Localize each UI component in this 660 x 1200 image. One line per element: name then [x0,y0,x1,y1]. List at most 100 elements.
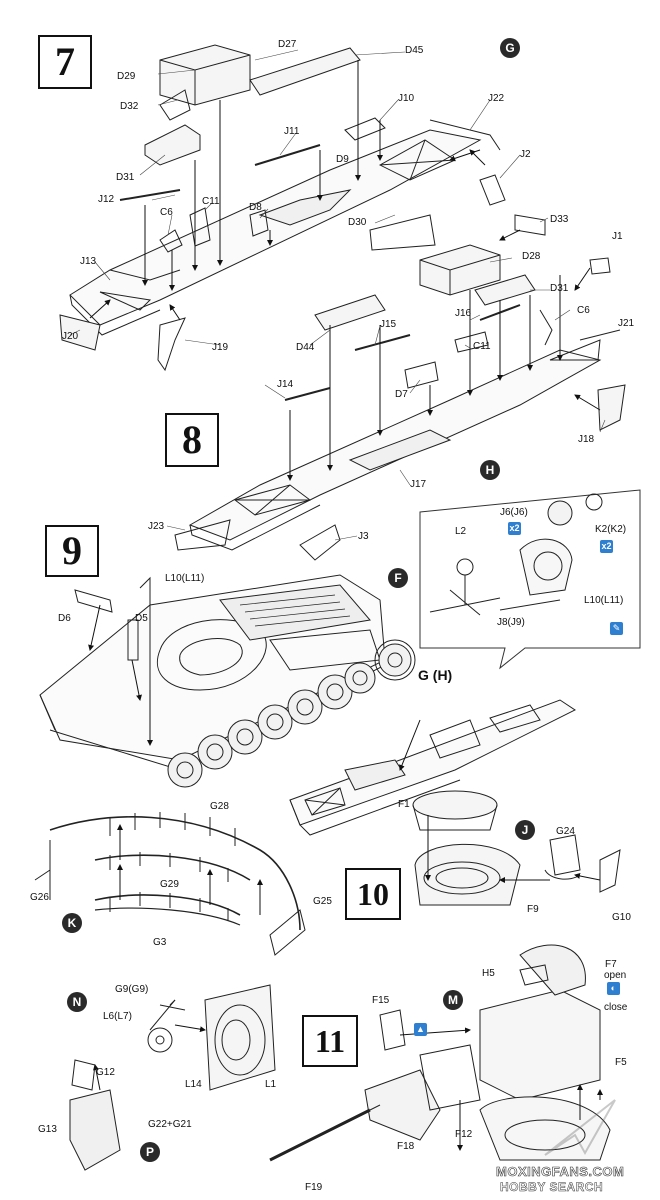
label-D8: D8 [249,202,262,213]
label-J6: J6(J6) [500,507,528,518]
label-D9: D9 [336,154,349,165]
label-D30: D30 [348,217,367,228]
label-F7: F7 [605,959,617,970]
marker-K: K [62,913,82,933]
label-L10-inset: L10(L11) [584,595,624,606]
step10-ring [412,790,621,906]
label-J21: J21 [618,318,635,329]
quantity-badge: x2 [600,540,613,553]
label-close: close [604,1002,628,1013]
watermark-line1: MOXINGFANS.COM [496,1164,625,1180]
label-D32: D32 [120,101,139,112]
marker-G-top: G [500,38,520,58]
label-F12: F12 [455,1129,473,1140]
label-F1: F1 [398,799,410,810]
label-L1: L1 [265,1079,277,1090]
label-D44: D44 [296,342,315,353]
option-icon: ◐ [607,982,620,995]
label-J13: J13 [80,256,97,267]
label-F5: F5 [615,1057,627,1068]
label-J15: J15 [380,319,397,330]
label-J22: J22 [488,93,505,104]
decal-icon: ▲ [414,1023,427,1036]
label-J20: J20 [62,331,79,342]
label-D29: D29 [117,71,136,82]
label-G25: G25 [313,896,332,907]
label-J11: J11 [284,126,300,137]
label-D31b: D31 [550,283,569,294]
label-D28: D28 [522,251,541,262]
label-D27: D27 [278,39,297,50]
label-C11b: C11 [473,341,491,352]
label-F9: F9 [527,904,539,915]
step-11-box: 11 [302,1015,358,1067]
label-F19: F19 [305,1182,323,1193]
label-G28: G28 [210,801,229,812]
marker-G-H: G (H) [418,667,453,683]
label-G24: G24 [556,826,575,837]
label-G29: G29 [160,879,179,890]
step-10-box: 10 [345,868,401,920]
label-J3: J3 [358,531,369,542]
label-L6: L6(L7) [103,1011,132,1022]
step-7-box: 7 [38,35,92,89]
step-9-number: 9 [62,528,82,573]
step-8-number: 8 [182,417,202,462]
label-F15: F15 [372,995,390,1006]
quantity-badge: x2 [508,522,521,535]
label-D6: D6 [58,613,71,624]
label-D31: D31 [116,172,135,183]
label-D7: D7 [395,389,408,400]
label-C6b: C6 [577,305,590,316]
step-11-number: 11 [314,1023,346,1059]
watermark-line2: HOBBY SEARCH [500,1180,604,1195]
step-9-box: 9 [45,525,99,577]
label-G10: G10 [612,912,631,923]
label-L2: L2 [455,526,467,537]
marker-N: N [67,992,87,1012]
glue-icon: ✎ [610,622,623,635]
inset-H-parts [429,493,603,616]
label-J1: J1 [612,231,623,242]
label-J23: J23 [148,521,165,532]
label-G13: G13 [38,1124,57,1135]
label-G3: G3 [153,937,167,948]
label-L14: L14 [185,1079,202,1090]
label-G26: G26 [30,892,49,903]
step-7-number: 7 [55,39,75,84]
label-J10: J10 [398,93,415,104]
marker-H: H [480,460,500,480]
label-J17: J17 [410,479,427,490]
watermark-logo-icon [540,1095,620,1160]
label-K2: K2(K2) [595,524,627,535]
label-F18: F18 [397,1141,415,1152]
label-J16: J16 [455,308,472,319]
marker-M: M [443,990,463,1010]
label-J8: J8(J9) [497,617,525,628]
label-open: open [604,970,627,981]
marker-J: J [515,820,535,840]
step11-turret [69,944,611,1171]
step-8-box: 8 [165,413,219,467]
marker-P: P [140,1142,160,1162]
label-G12: G12 [96,1067,115,1078]
label-L10: L10(L11) [165,573,205,584]
label-C11: C11 [202,196,220,207]
label-J18: J18 [578,434,595,445]
step7-fender [59,44,506,372]
label-H5: H5 [482,968,495,979]
step-10-number: 10 [357,876,389,912]
step-rails [34,812,306,956]
label-J14: J14 [277,379,294,390]
label-J12: J12 [98,194,115,205]
label-G22: G22+G21 [148,1119,192,1130]
label-D45: D45 [405,45,424,56]
label-D33: D33 [550,214,569,225]
label-C6: C6 [160,207,173,218]
label-J2: J2 [520,149,531,160]
label-J19: J19 [212,342,229,353]
label-D5: D5 [135,613,148,624]
label-G9: G9(G9) [115,984,149,995]
